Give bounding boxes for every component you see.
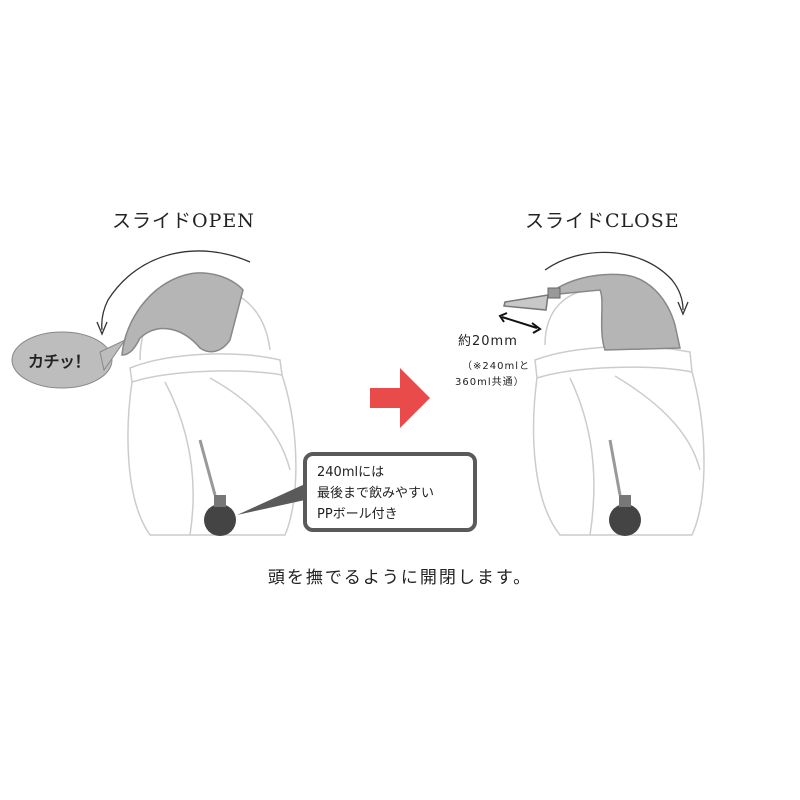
rotate-arrow-close-head: [677, 301, 689, 316]
rotate-arrow-open: [101, 250, 251, 331]
pp-ball-left: [204, 504, 236, 536]
ball-note-pointer: [237, 484, 305, 515]
pp-ball-left-cap: [214, 495, 226, 507]
rotate-arrow-close: [544, 251, 684, 311]
transition-arrow: [370, 368, 430, 428]
bottle-open-straw: [198, 439, 217, 496]
bottle-close-grip: [569, 377, 595, 536]
bottle-open-band: [129, 353, 283, 383]
pp-ball-right: [609, 504, 641, 536]
bottle-open-grip: [164, 381, 194, 536]
measure-label: 約20mm: [458, 334, 518, 349]
click-bubble-text: カチッ！: [28, 352, 91, 371]
measure-note-line2: 360ml共通）: [455, 377, 525, 388]
ball-note-box: 240mlには 最後まで飲みやすい PPボール付き: [303, 452, 477, 532]
ball-note-line1: 240mlには: [317, 465, 385, 480]
bottle-open-grip2: [209, 377, 291, 471]
spout-tip: [547, 287, 561, 299]
close-title: スライドCLOSE: [525, 210, 680, 232]
measure-arrow-left: [498, 312, 508, 323]
measure-arrow-right: [531, 322, 542, 334]
spout: [503, 294, 549, 311]
ball-note-line2: 最後まで飲みやすい: [317, 486, 435, 501]
bottle-close-band: [534, 345, 693, 379]
lid-close: [545, 273, 681, 351]
pp-ball-right-cap: [619, 495, 631, 507]
measure-arrow: [501, 316, 538, 329]
bottle-close-grip2: [614, 375, 701, 471]
click-bubble-tail: [99, 338, 127, 372]
measure-note-line1: （※240mlと: [462, 361, 530, 372]
click-bubble: [11, 331, 113, 389]
lid-open: [121, 272, 244, 356]
bottle-close-straw: [608, 439, 622, 496]
caption: 頭を撫でるように開閉します。: [267, 568, 533, 588]
ball-note-line3: PPボール付き: [317, 507, 398, 522]
rotate-arrow-open-head: [96, 321, 108, 336]
open-title: スライドOPEN: [112, 210, 255, 232]
